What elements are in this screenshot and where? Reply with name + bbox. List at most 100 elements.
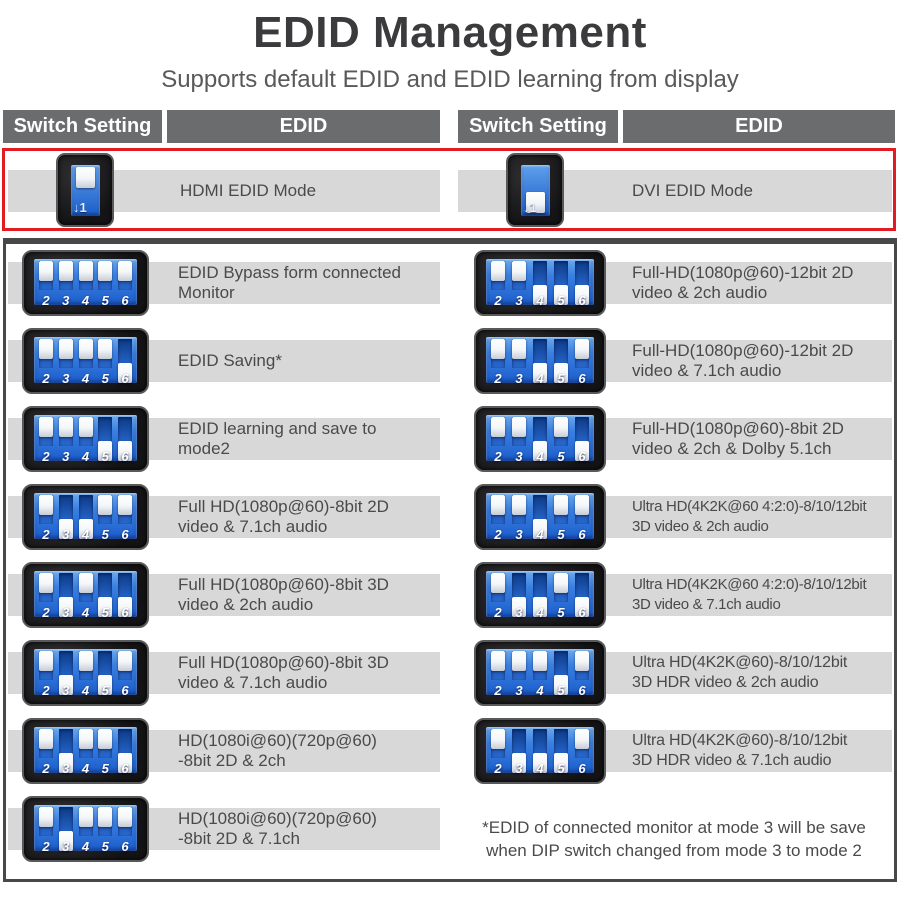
- dip-slot-channel: [98, 573, 113, 602]
- switch-number: 3: [515, 527, 523, 542]
- dip-slot-channel: [118, 729, 132, 758]
- edid-cell-label: EDID Bypass form connected Monitor: [178, 263, 401, 302]
- dip-slot-6: 6: [118, 495, 132, 542]
- dip-knob-down: [98, 441, 113, 461]
- edid-cell-label: EDID learning and save to mode2: [178, 419, 377, 458]
- dip-slot-5: 5: [554, 729, 568, 776]
- dip-slot-channel: [118, 417, 132, 446]
- dip-slot-channel: [98, 651, 113, 680]
- dip-knob-up: [575, 339, 589, 359]
- dip-knob-up: [39, 495, 53, 515]
- switch-number: 4: [81, 527, 90, 542]
- switch-number: 5: [557, 293, 565, 308]
- dip-slot-6: 6: [118, 573, 132, 620]
- dip-slot-5: 5: [98, 339, 113, 386]
- dip-knob-up: [78, 651, 93, 671]
- switch-number: 4: [81, 839, 90, 854]
- dip-knob-up: [78, 729, 93, 749]
- switch-number: 6: [578, 683, 586, 698]
- switch-number: 2: [494, 449, 502, 464]
- switch-number: 2: [42, 605, 50, 620]
- dip-knob-up: [554, 573, 568, 593]
- dip-knob-down: [58, 753, 73, 773]
- dip-knob-up: [39, 651, 53, 671]
- edid-table-border: [3, 238, 897, 882]
- dip-knob-down: [118, 441, 132, 461]
- dip-knob-down: [58, 675, 73, 695]
- down-arrow-icon: ↓1: [73, 200, 87, 215]
- switch-number: 3: [62, 449, 70, 464]
- dip-slot-5: 5: [554, 261, 568, 308]
- switch-number: 5: [101, 449, 109, 464]
- switch-number: 5: [101, 683, 109, 698]
- dip-knob-down: [118, 597, 132, 617]
- dip-slot-6: 6: [118, 261, 132, 308]
- switch-number: 3: [62, 371, 70, 386]
- switch-number: 5: [101, 527, 109, 542]
- dip-knob-down: [58, 519, 73, 539]
- mode-label-dvi: DVI EDID Mode: [632, 181, 753, 200]
- dip-knob-down: [554, 753, 568, 773]
- switch-number: 3: [515, 293, 523, 308]
- dip-slot-5: 5: [554, 339, 568, 386]
- switch-number: 6: [578, 527, 586, 542]
- dip-slot-5: 5: [98, 495, 113, 542]
- column-header-edid-left: EDID: [167, 110, 440, 143]
- dip-knob-up: [58, 417, 73, 437]
- switch-number: 2: [494, 761, 502, 776]
- dip-slot-4: 4: [78, 573, 93, 620]
- dip-slot-channel: [575, 417, 589, 446]
- switch-number: 4: [536, 605, 544, 620]
- switch-number: 6: [121, 371, 129, 386]
- edid-cell-label: Ultra HD(4K2K@60)-8/10/12bit 3D HDR vide…: [632, 732, 848, 769]
- switch-number: 2: [42, 761, 50, 776]
- switch-number: 6: [121, 605, 129, 620]
- switch-number: 2: [42, 449, 50, 464]
- dip-knob-down: [118, 363, 132, 383]
- dip-slot-6: 6: [118, 339, 132, 386]
- dip-slot-2: 2: [491, 417, 505, 464]
- dip-slot-channel: [58, 807, 73, 836]
- switch-number: 3: [62, 761, 70, 776]
- dip-knob-up: [512, 417, 526, 437]
- edid-cell-label: Full HD(1080p@60)-8bit 3D video & 7.1ch …: [178, 653, 389, 692]
- dip-knob-down: [554, 285, 568, 305]
- dip-slot-5: 5: [554, 651, 568, 698]
- dip-slot-2: 2: [39, 651, 53, 698]
- switch-number: 4: [81, 605, 90, 620]
- dip-slot-channel: [533, 495, 547, 524]
- dip-knob-down: [533, 285, 547, 305]
- switch-number: 6: [121, 683, 129, 698]
- dip-knob-up: [39, 417, 53, 437]
- dip-slot-2: 2: [491, 651, 505, 698]
- dip-slot-3: 3: [512, 417, 526, 464]
- switch-number: 5: [101, 761, 109, 776]
- dip-slot-6: 6: [575, 729, 589, 776]
- dip-slot-6: 6: [575, 495, 589, 542]
- dip-slot-2: 2: [39, 729, 53, 776]
- dip-slot-channel: [575, 573, 589, 602]
- switch-number: 6: [578, 293, 586, 308]
- dip-switch1-dvi: ↓1: [506, 153, 564, 227]
- dip-slot-2: 2: [39, 573, 53, 620]
- footnote: *EDID of connected monitor at mode 3 wil…: [482, 818, 866, 860]
- dip-knob-down: [512, 597, 526, 617]
- switch-number: 3: [62, 527, 70, 542]
- dip-slot-4: 4: [78, 807, 93, 854]
- dip-knob-up: [118, 651, 132, 671]
- dip-knob-up: [118, 261, 132, 281]
- switch-number: 5: [557, 683, 565, 698]
